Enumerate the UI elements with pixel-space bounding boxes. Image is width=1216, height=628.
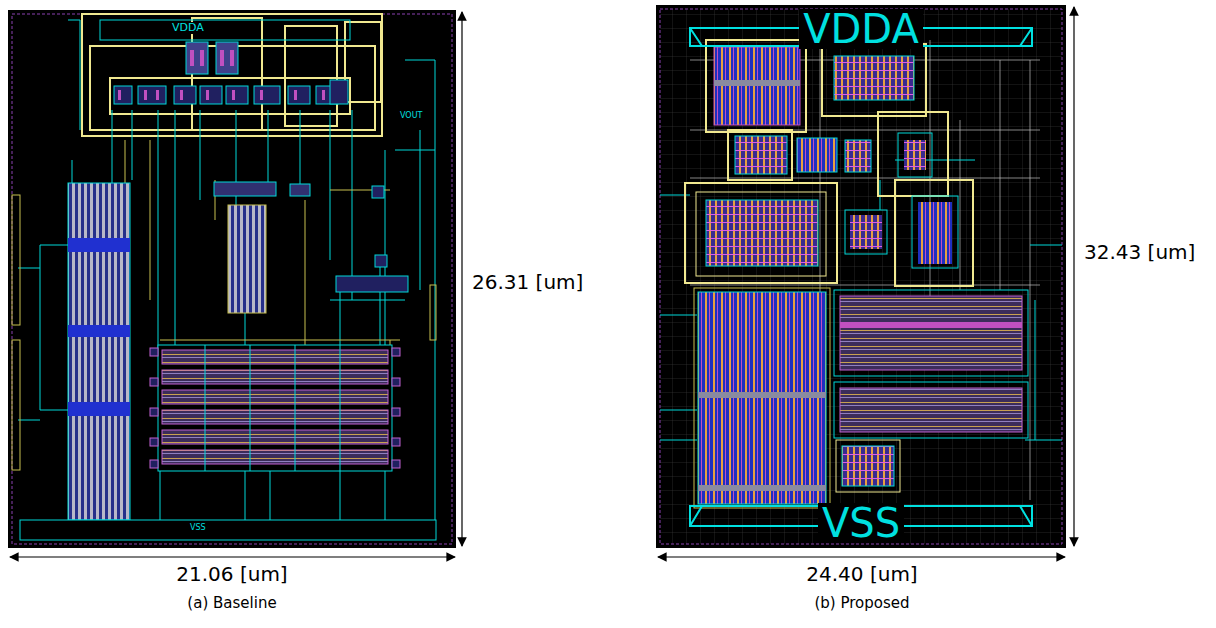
- dimension-label: 24.40 [um]: [804, 563, 919, 585]
- dimension-label: 26.31 [um]: [470, 271, 585, 293]
- pin-label: VOUT: [398, 112, 424, 121]
- subfigure-caption: (b) Proposed: [812, 595, 911, 612]
- dimension-label: 21.06 [um]: [174, 563, 289, 585]
- pin-label: VDDA: [170, 22, 206, 34]
- subfigure-caption: (a) Baseline: [185, 595, 278, 612]
- power-rail-band: VSS: [688, 500, 1034, 546]
- dimension-label: 32.43 [um]: [1082, 241, 1197, 263]
- rail-label: VSS: [818, 503, 904, 543]
- pin-label: VSS: [188, 524, 208, 533]
- rail-label: VDDA: [799, 9, 923, 49]
- power-rail-band: VDDA: [688, 6, 1034, 52]
